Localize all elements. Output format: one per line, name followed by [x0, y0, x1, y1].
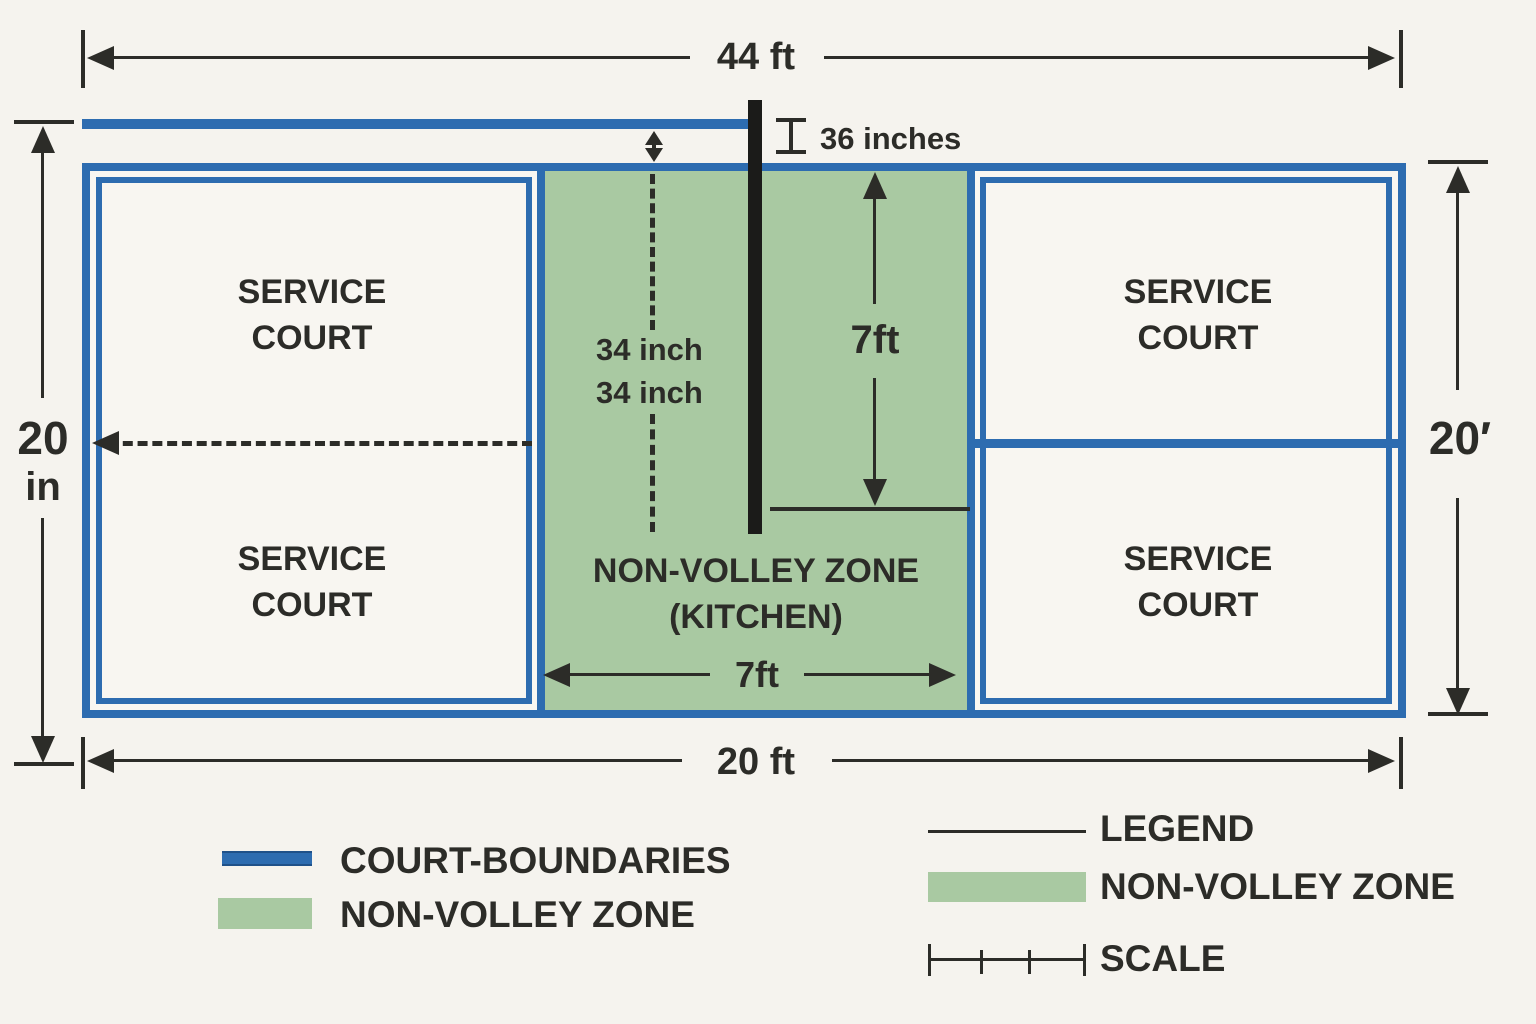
nvz-label-line2: (KITCHEN)	[669, 598, 843, 636]
dim-left-arrow-down	[31, 736, 55, 763]
dim-left-unit: in	[25, 465, 61, 509]
scale-ruler-tick-2	[1028, 950, 1031, 974]
net-gap-arrow-down	[645, 148, 663, 162]
dim-right-line-2	[1456, 498, 1459, 690]
net-gap-arrow-up	[645, 131, 663, 145]
dim-top-line-1	[100, 56, 690, 59]
nvz-width-line-1	[562, 673, 710, 676]
service-court-label: COURT	[1137, 319, 1259, 357]
service-court-label: COURT	[1137, 586, 1259, 624]
scale-ruler-tick-1	[980, 950, 983, 974]
dim-left-tick-top	[14, 120, 74, 124]
scale-ruler-icon	[928, 944, 1086, 976]
dim-bottom-line-2	[832, 759, 1386, 762]
dim-left-line-1	[41, 148, 44, 398]
nvz-width-label: 7ft	[735, 654, 779, 695]
service-court-label: SERVICE	[1123, 273, 1273, 311]
service-court-label: COURT	[251, 586, 373, 624]
dim-left-value: 20	[17, 412, 69, 464]
legend-line-swatch	[928, 830, 1086, 833]
legend-right-nvz-swatch	[928, 872, 1086, 902]
net-gap-arrow-line	[652, 140, 656, 154]
dim-top-label: 44 ft	[716, 36, 796, 78]
legend-court-boundaries-swatch	[222, 851, 312, 866]
legend-title: LEGEND	[1100, 808, 1255, 849]
net-post-line	[748, 100, 762, 534]
dim-top-tick-left	[81, 30, 85, 88]
dim-left-line-2	[41, 518, 44, 740]
nvz-width-line-2	[804, 673, 934, 676]
scale-ruler-tick-0	[928, 944, 931, 976]
dim-right-arrow-down	[1446, 688, 1470, 715]
left-centerline-dashed	[108, 441, 532, 446]
dim-right-tick-top	[1428, 160, 1488, 164]
service-court-label: SERVICE	[1123, 540, 1273, 578]
dim-top-tick-right	[1399, 30, 1403, 88]
nvz-depth-line-1	[873, 194, 876, 304]
scale-ruler-line	[928, 958, 1086, 961]
dim-bottom-line-1	[100, 759, 682, 762]
dim-top-arrow-right	[1368, 46, 1395, 70]
legend-nvz-swatch	[218, 898, 312, 929]
center-offset-label-1: 34 inch	[596, 332, 703, 367]
service-court-label: SERVICE	[237, 273, 387, 311]
dim-right-label: 20′	[1428, 412, 1492, 464]
legend-right-nvz-label: NON-VOLLEY ZONE	[1100, 866, 1455, 907]
legend-court-boundaries-label: COURT-BOUNDARIES	[340, 840, 731, 881]
dim-left-tick-bottom	[14, 762, 74, 766]
legend-scale-label: SCALE	[1100, 938, 1226, 979]
nvz-label-line1: NON-VOLLEY ZONE	[592, 552, 920, 590]
dim-bottom-tick-left	[81, 737, 85, 789]
center-offset-label-2: 34 inch	[596, 375, 703, 410]
nvz-depth-arrow-down	[863, 479, 887, 506]
service-court-label: COURT	[251, 319, 373, 357]
net-line	[82, 119, 749, 129]
nvz-dashed-line-upper	[650, 174, 655, 330]
dim-bottom-label: 20 ft	[716, 741, 796, 783]
net-height-label: 36 inches	[820, 121, 962, 156]
nvz-depth-baseline	[770, 507, 970, 511]
service-court-label: SERVICE	[237, 540, 387, 578]
nvz-dashed-line-lower	[650, 414, 655, 532]
scale-ruler-tick-3	[1083, 944, 1086, 976]
nvz-depth-line-2	[873, 378, 876, 482]
nvz-depth-label: 7ft	[850, 318, 900, 362]
i-beam-bottom	[776, 150, 806, 154]
dim-top-line-2	[824, 56, 1386, 59]
dim-bottom-arrow-right	[1368, 749, 1395, 773]
i-beam-stem	[789, 120, 793, 154]
legend-nvz-label: NON-VOLLEY ZONE	[340, 894, 695, 935]
dim-right-line-1	[1456, 188, 1459, 390]
dim-bottom-tick-right	[1399, 737, 1403, 789]
right-centerline	[969, 439, 1406, 448]
nvz-width-arrow-right	[929, 663, 956, 687]
